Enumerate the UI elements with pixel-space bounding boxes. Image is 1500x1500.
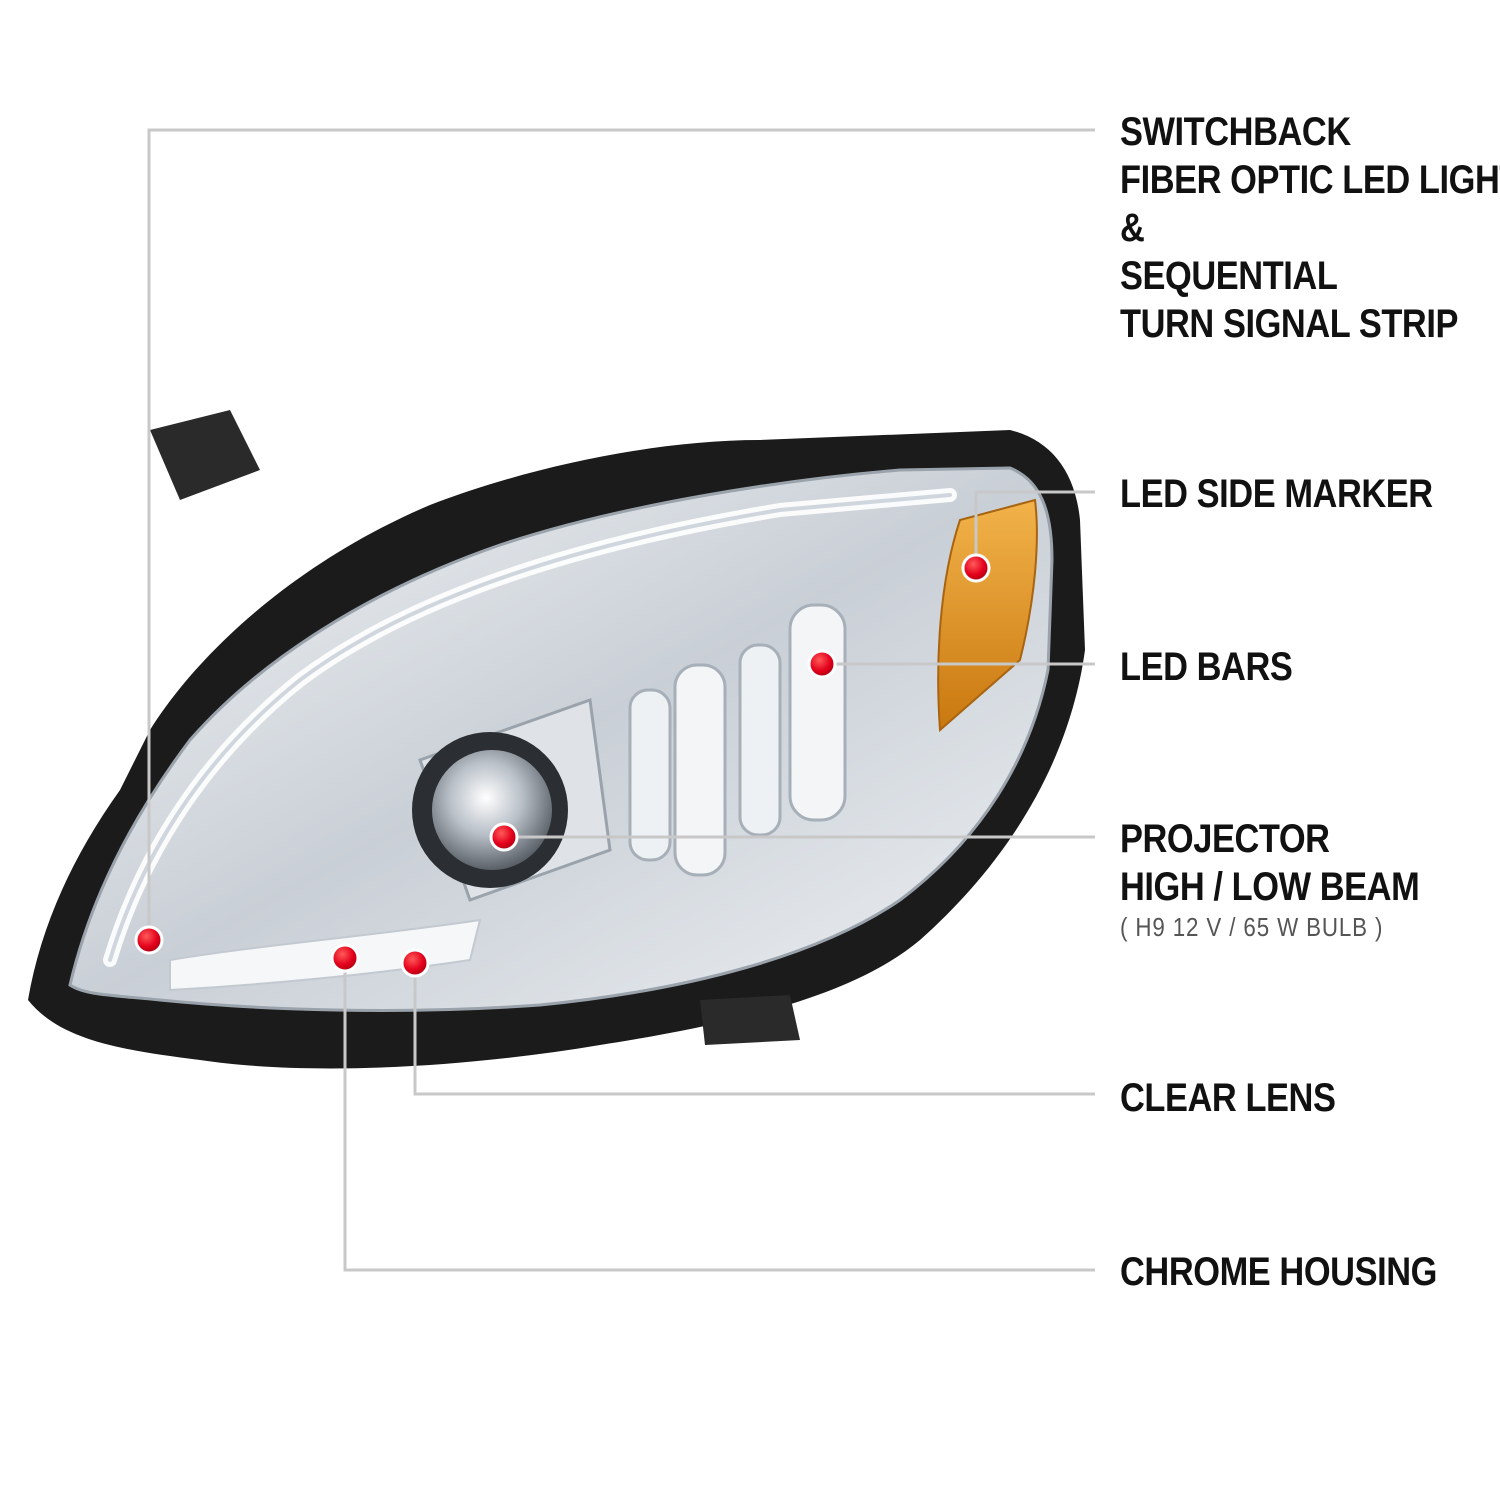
callout-line: FIBER OPTIC LED LIGHT (1120, 158, 1500, 202)
callout-bulb-note: ( H9 12 V / 65 W BULB ) (1120, 912, 1384, 942)
callout-line: & (1120, 206, 1145, 250)
red-dot-icon (134, 925, 164, 955)
led-bar (628, 688, 672, 862)
leader-lines (147, 128, 1095, 1272)
red-dot-icon (400, 948, 430, 978)
callout-line: CHROME HOUSING (1120, 1250, 1437, 1294)
callout-led-side-marker: LED SIDE MARKER (1120, 470, 1433, 518)
led-bar (738, 643, 782, 837)
callout-switchback: SWITCHBACK FIBER OPTIC LED LIGHT & SEQUE… (1120, 108, 1500, 348)
mounting-tab (700, 995, 800, 1045)
callout-line: LED SIDE MARKER (1120, 472, 1433, 516)
amber-side-marker (937, 498, 1038, 733)
red-dot-icon (489, 822, 519, 852)
fiber-optic-strip-glow (108, 493, 952, 962)
projector-lens (412, 697, 612, 902)
leader-line-chrome (343, 958, 1095, 1272)
marker-dots (134, 553, 991, 978)
callout-line: TURN SIGNAL STRIP (1120, 302, 1458, 346)
callout-clear-lens: CLEAR LENS (1120, 1074, 1336, 1122)
led-bar (673, 663, 727, 877)
callout-line: PROJECTOR (1120, 817, 1330, 861)
callout-chrome-housing: CHROME HOUSING (1120, 1248, 1437, 1296)
callout-projector: PROJECTOR HIGH / LOW BEAM ( H9 12 V / 65… (1120, 815, 1420, 943)
red-dot-icon (807, 649, 837, 679)
callout-line: LED BARS (1120, 645, 1293, 689)
mounting-tab (150, 410, 260, 500)
headlight-illustration (28, 410, 1085, 1069)
callout-line: SEQUENTIAL (1120, 254, 1338, 298)
callout-line: CLEAR LENS (1120, 1076, 1336, 1120)
callout-line: SWITCHBACK (1120, 110, 1351, 154)
led-bar (788, 603, 847, 822)
red-dot-icon (961, 553, 991, 583)
callout-led-bars: LED BARS (1120, 643, 1293, 691)
red-dot-icon (330, 943, 360, 973)
clear-lens-lower (169, 918, 482, 992)
leader-line-clear-lens (413, 963, 1095, 1096)
leader-line-side-marker (974, 490, 1095, 568)
leader-line-switchback (147, 128, 1095, 940)
callout-line: HIGH / LOW BEAM (1120, 865, 1420, 909)
